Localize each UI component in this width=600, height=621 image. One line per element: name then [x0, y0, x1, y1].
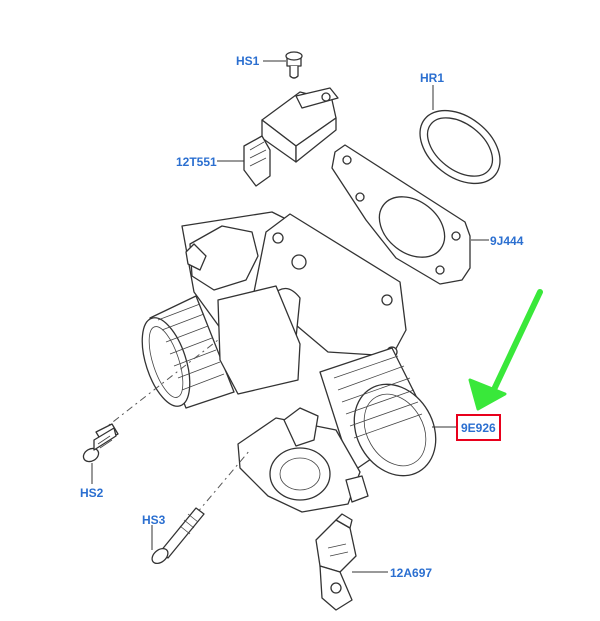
label-hs1[interactable]: HS1	[236, 54, 260, 68]
sensor-12t551[interactable]	[243, 87, 339, 187]
green-arrow-icon	[468, 289, 543, 411]
label-hs3[interactable]: HS3	[142, 513, 166, 527]
bolt-hs1[interactable]	[285, 51, 303, 79]
bolt-hs3[interactable]	[149, 507, 205, 566]
centerline-hs3	[195, 449, 251, 515]
label-hr1[interactable]: HR1	[420, 71, 444, 85]
label-12t551[interactable]: 12T551	[176, 155, 217, 169]
gasket-9j444[interactable]	[331, 144, 471, 285]
o-ring-hr1[interactable]	[406, 96, 514, 199]
throttle-body-9e926[interactable]	[133, 211, 452, 513]
label-9e926[interactable]: 9E926	[461, 421, 496, 435]
label-12a697[interactable]: 12A697	[390, 566, 432, 580]
centerline-hs2	[99, 339, 219, 433]
label-hs2[interactable]: HS2	[80, 486, 104, 500]
highlight-box-9e926	[456, 414, 501, 441]
connector-12a697[interactable]	[315, 513, 357, 611]
label-9j444[interactable]: 9J444	[490, 234, 524, 248]
bolt-hs2[interactable]	[81, 423, 119, 464]
